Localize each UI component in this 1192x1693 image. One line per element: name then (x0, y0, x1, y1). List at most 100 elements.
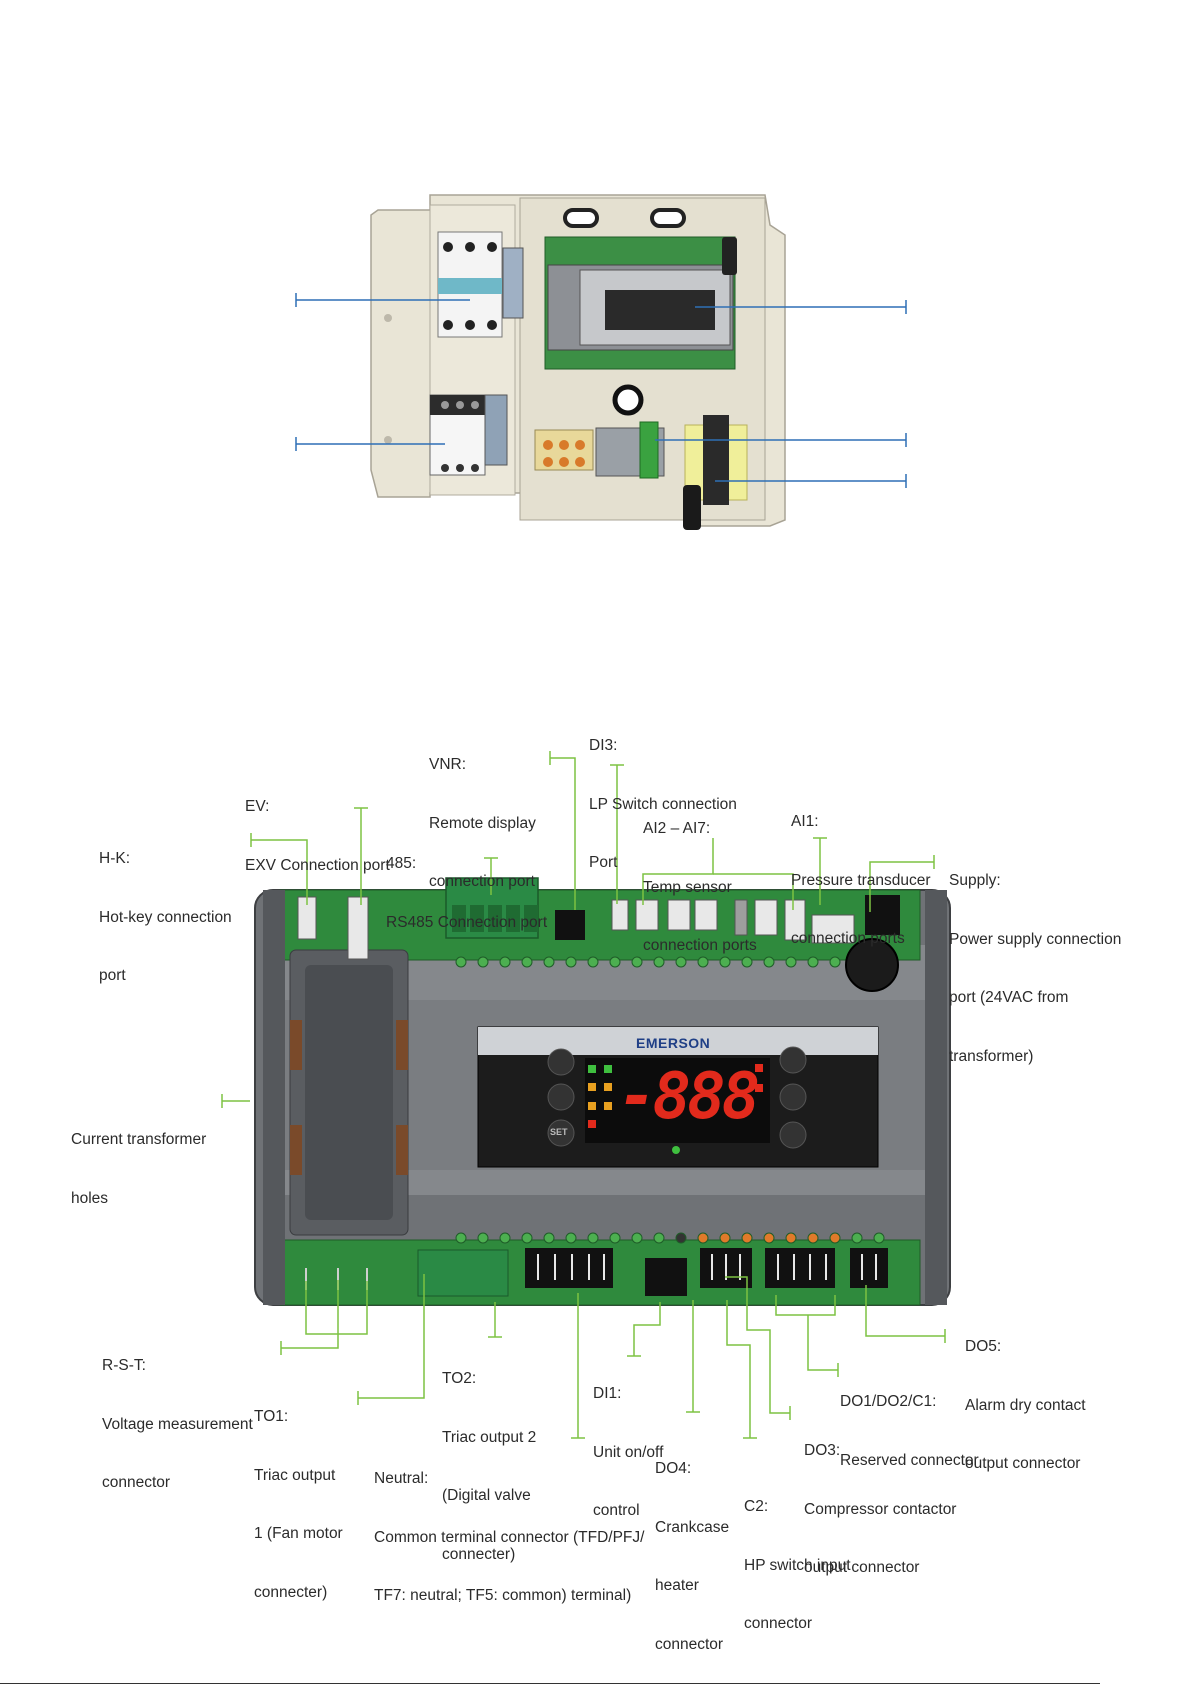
callout-vnr-line: connection port (429, 873, 535, 890)
callout-do1-do2-c1: DO1/DO2/C1: Reserved connector (840, 1353, 979, 1509)
controller-module (544, 236, 737, 370)
callout-hk-line: port (99, 967, 126, 984)
callout-di3: DI3: LP Switch connection Port (589, 697, 737, 912)
callout-do3: DO3: Compressor contactor output connect… (804, 1402, 956, 1617)
callout-to2-line: (Digital valve (442, 1487, 531, 1504)
lcd-display (477, 1026, 879, 1168)
top-leaders (295, 293, 907, 488)
do1-connector (765, 1248, 835, 1288)
page-bottom-rule (0, 1683, 1100, 1684)
leader-rst (281, 1280, 339, 1349)
callout-ai2-title: AI2 – AI7: (643, 820, 711, 837)
lcd-brand-text: EMERSON (636, 1035, 711, 1051)
callout-rst-title: R-S-T: (102, 1357, 146, 1374)
callout-to1-title: TO1: (254, 1408, 289, 1425)
callout-to1-line: Triac output (254, 1466, 336, 1484)
callout-ai1-line: connection ports (791, 930, 905, 947)
callout-do4-line: connector (655, 1635, 724, 1653)
di1-connector (645, 1258, 687, 1296)
leader-di1 (633, 1302, 661, 1356)
terminal-block (534, 421, 665, 479)
callout-to2-line: Triac output 2 (442, 1428, 537, 1446)
callout-do5-line: Alarm dry contact (965, 1396, 1086, 1414)
circuit-breaker (437, 231, 524, 338)
callout-do4: DO4: Crankcase heater connector (655, 1420, 729, 1693)
callout-ai2: AI2 – AI7: Temp sensor connection ports (643, 780, 757, 995)
callout-rs485-title: 485: (386, 855, 417, 872)
callout-current-transformer: Current transformer holes (71, 1091, 206, 1247)
lcd-digit-readout: -888 (618, 1060, 760, 1134)
callout-ev-title: EV: (245, 798, 270, 815)
callout-di1-line: Unit on/off (593, 1443, 664, 1461)
callout-ct-line: holes (71, 1189, 109, 1207)
do5-connector (850, 1248, 888, 1288)
leader-c2 (726, 1300, 751, 1438)
callout-do5-line: output connector (965, 1455, 1081, 1472)
contactor (429, 394, 508, 476)
callout-rst-line: Voltage measurement (102, 1415, 253, 1433)
leader-hk (251, 839, 308, 905)
callout-ct-title: Current transformer (71, 1131, 207, 1148)
callout-to1-line: connecter) (254, 1583, 328, 1601)
callout-ev-line: EXV Connection port (245, 856, 390, 874)
di3-connector (611, 899, 629, 931)
callout-di3-line: LP Switch connection (589, 795, 737, 813)
callout-vnr-title: VNR: (429, 756, 467, 773)
callout-rs485: 485: RS485 Connection port (386, 815, 547, 971)
leader-ai2 (642, 838, 714, 905)
callout-supply: Supply: Power supply connection port (24… (949, 832, 1121, 1105)
callout-neutral: Neutral: Common terminal connector (TFD/… (374, 1430, 644, 1645)
callout-do3-line: Compressor contactor (804, 1500, 957, 1518)
callout-ai1-line: Pressure transducer (791, 871, 931, 889)
callout-ai1-title: AI1: (791, 813, 819, 830)
transformer (683, 415, 748, 530)
callout-ai2-line: Temp sensor (643, 878, 732, 896)
callout-di1-line: control (593, 1502, 640, 1519)
callout-to1: TO1: Triac output 1 (Fan motor connecter… (254, 1368, 343, 1641)
callout-neutral-line: TF7: neutral; TF5: common) terminal) (374, 1587, 632, 1604)
callout-ai2-line: connection ports (643, 937, 757, 954)
callout-hk: H-K: Hot-key connection port (99, 810, 232, 1025)
leader-do1 (807, 1315, 838, 1371)
callout-vnr: VNR: Remote display connection port (429, 716, 536, 931)
ev-connector (347, 896, 369, 960)
neutral-connector (525, 1248, 613, 1288)
callout-to2-line: connecter) (442, 1545, 516, 1563)
callout-neutral-title: Neutral: (374, 1470, 429, 1487)
green-leaders (221, 751, 946, 1439)
callout-do5-title: DO5: (965, 1338, 1002, 1355)
controller-board (254, 877, 951, 1306)
callout-supply-line: port (24VAC from (949, 989, 1069, 1006)
callout-do3-title: DO3: (804, 1442, 841, 1459)
callout-rs485-line: RS485 Connection port (386, 913, 548, 931)
callout-do4-line: heater (655, 1577, 699, 1594)
callout-do4-title: DO4: (655, 1460, 692, 1477)
callout-di1: DI1: Unit on/off control (593, 1345, 663, 1560)
callout-hk-title: H-K: (99, 850, 130, 867)
callout-c2: C2: HP switch input connector (744, 1458, 851, 1673)
callout-do1-title: DO1/DO2/C1: (840, 1393, 937, 1410)
callout-do5: DO5: Alarm dry contact output connector (965, 1298, 1086, 1513)
supply-connector (865, 895, 900, 935)
callout-to2-title: TO2: (442, 1370, 477, 1387)
callout-di1-title: DI1: (593, 1385, 622, 1402)
callout-ev: EV: EXV Connection port (245, 758, 390, 914)
callout-ai1: AI1: Pressure transducer connection port… (791, 773, 931, 988)
leader-vnr (550, 757, 576, 910)
vnr-connector (555, 910, 585, 940)
electrical-box (370, 194, 786, 530)
callout-c2-line: connector (744, 1615, 813, 1632)
callout-supply-line: transformer) (949, 1047, 1034, 1065)
callout-hk-line: Hot-key connection (99, 908, 232, 926)
callout-to1-line: 1 (Fan motor (254, 1525, 343, 1542)
callout-neutral-line: Common terminal connector (TFD/PFJ/ (374, 1528, 645, 1546)
callout-di3-line: Port (589, 854, 618, 871)
callout-rst: R-S-T: Voltage measurement connector (102, 1317, 253, 1532)
callout-do4-line: Crankcase (655, 1518, 730, 1536)
leader-to1 (358, 1274, 425, 1399)
set-key-label: SET (550, 1127, 568, 1137)
callout-di3-title: DI3: (589, 737, 618, 754)
callout-rst-line: connector (102, 1474, 171, 1491)
callout-vnr-line: Remote display (429, 814, 536, 832)
